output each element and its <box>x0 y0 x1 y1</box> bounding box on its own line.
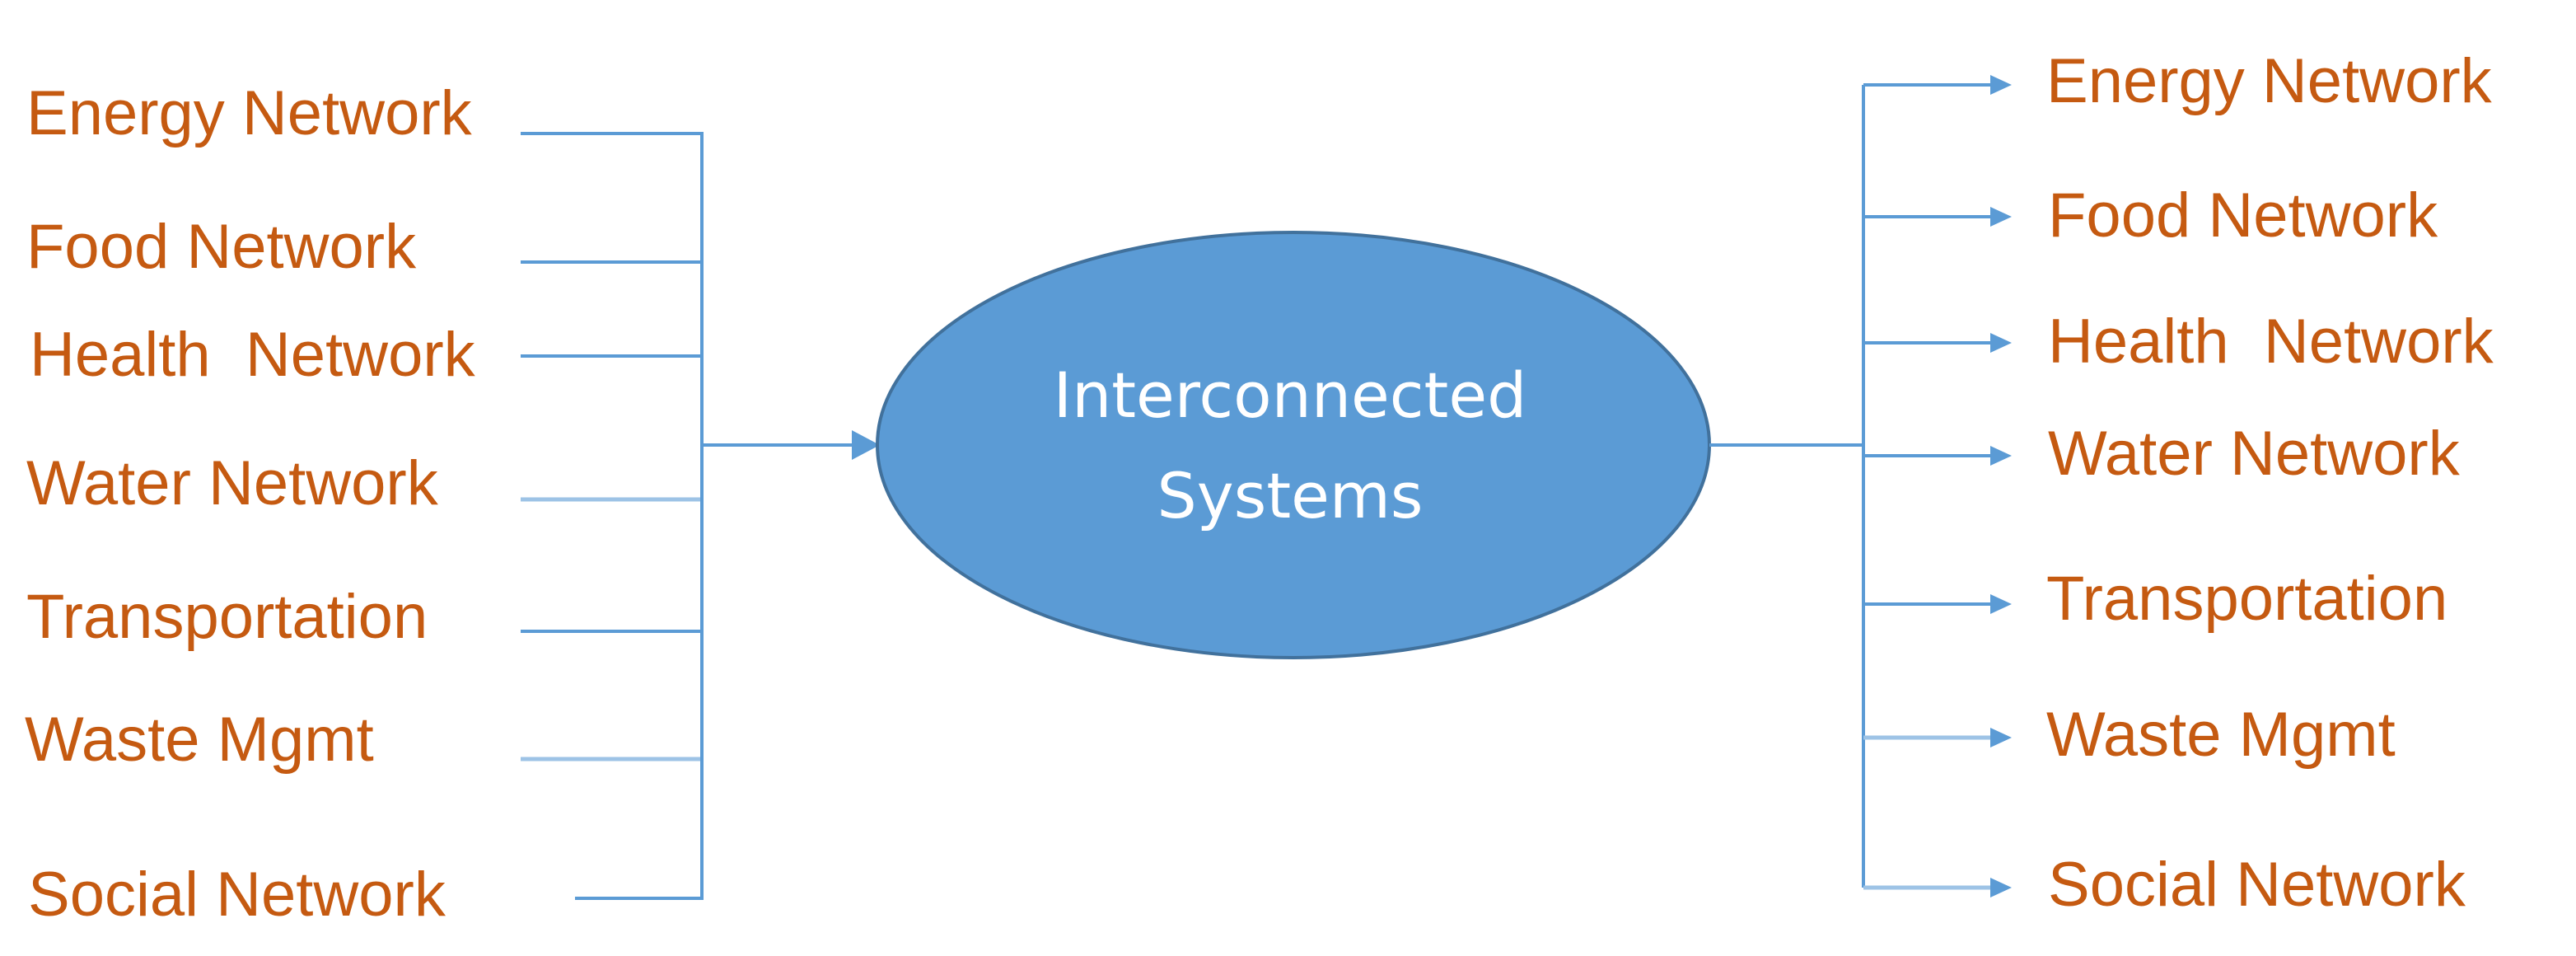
output-label-food-network: Food Network <box>2048 180 2438 251</box>
center-title-line-2: Systems <box>1157 459 1424 532</box>
input-label-transportation: Transportation <box>26 582 428 652</box>
input-labels: Energy Network Food Network Health Netwo… <box>25 78 476 930</box>
output-label-energy-network: Energy Network <box>2046 46 2493 116</box>
input-label-energy-network: Energy Network <box>26 78 473 148</box>
center-node: Interconnected Systems <box>876 231 1711 659</box>
output-label-transportation: Transportation <box>2046 564 2447 634</box>
output-label-water-network: Water Network <box>2048 419 2461 489</box>
output-connectors <box>1709 75 2012 897</box>
input-connectors <box>521 132 880 900</box>
output-label-health-network: Health Network <box>2048 307 2494 377</box>
output-arrowhead-waste <box>1990 728 2012 747</box>
output-arrowhead-energy <box>1990 75 2012 95</box>
center-title-line-1: Interconnected <box>1054 358 1527 432</box>
output-label-waste-mgmt: Waste Mgmt <box>2046 700 2396 770</box>
input-label-food-network: Food Network <box>26 212 417 282</box>
output-arrowhead-transportation <box>1990 594 2012 614</box>
output-arrowhead-health <box>1990 333 2012 353</box>
input-label-water-network: Water Network <box>26 448 439 518</box>
output-arrowhead-water <box>1990 446 2012 466</box>
input-label-waste-mgmt: Waste Mgmt <box>25 705 374 775</box>
input-label-social-network: Social Network <box>28 860 446 930</box>
output-label-social-network: Social Network <box>2048 850 2466 920</box>
output-arrowhead-food <box>1990 207 2012 227</box>
input-label-health-network: Health Network <box>30 320 476 390</box>
input-to-center-arrowhead <box>852 430 880 460</box>
center-ellipse <box>876 231 1711 659</box>
output-labels: Energy Network Food Network Health Netwo… <box>2046 46 2494 920</box>
output-arrowhead-social <box>1990 878 2012 897</box>
